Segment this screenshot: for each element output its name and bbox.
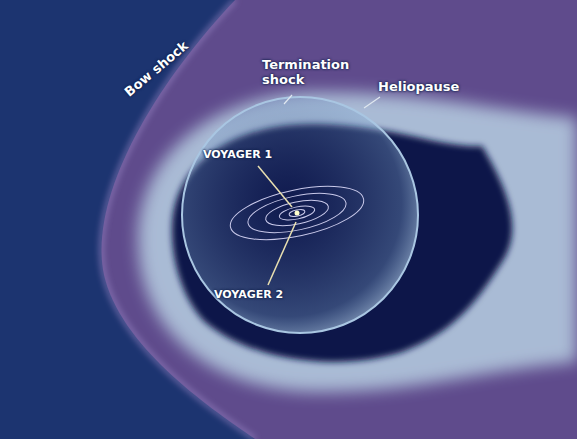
termination-shock-sphere xyxy=(182,97,418,333)
leader-line xyxy=(364,97,380,108)
leader-line xyxy=(268,222,296,285)
planet-orbits xyxy=(226,176,369,249)
region-label: Heliopause xyxy=(378,80,459,95)
bow-shock-region xyxy=(101,0,577,439)
spacecraft-label: VOYAGER 1 xyxy=(203,149,272,162)
sun xyxy=(295,211,300,216)
leader-line xyxy=(258,166,292,207)
leader-line xyxy=(284,95,292,104)
heliopause-glow xyxy=(138,92,577,392)
spacecraft-label: VOYAGER 2 xyxy=(214,289,283,302)
region-label: Termination shock xyxy=(262,58,352,88)
